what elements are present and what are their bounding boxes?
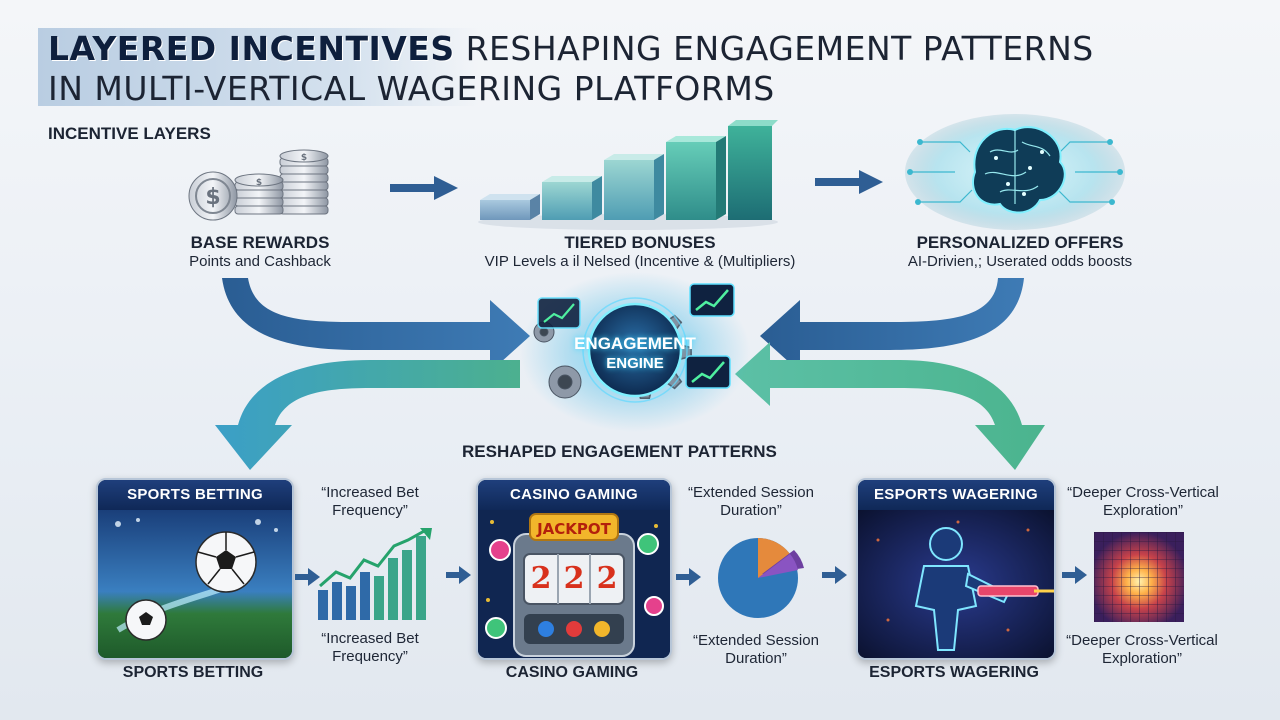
layer-title-personalized: PERSONALIZED OFFERS: [916, 233, 1124, 252]
engine-title-line1: ENGAGEMENT: [574, 334, 696, 353]
sports-card-header: SPORTS BETTING: [98, 480, 292, 510]
title-band: [38, 28, 478, 106]
svg-text:$: $: [205, 185, 220, 210]
arrow-right-icon: [446, 566, 471, 584]
growth-chart-icon: [537, 283, 735, 389]
layer-subtitle-tiered: VIP Levels a il Nelsed (Incentive & (Mul…: [484, 253, 796, 270]
esports-quote-bottom: “Deeper Cross-Vertical Exploration”: [1066, 632, 1218, 667]
svg-text:$: $: [256, 178, 262, 188]
title-rest: RESHAPING ENGAGEMENT PATTERNS: [454, 29, 1094, 68]
arrow-right-icon: [815, 170, 883, 194]
arrow-right-icon: [295, 568, 320, 586]
page-title: LAYERED INCENTIVES RESHAPING ENGAGEMENT …: [48, 30, 1248, 68]
arrow-right-icon: [1062, 566, 1087, 584]
casino-quote-bottom: “Extended Session Duration”: [693, 632, 819, 667]
heatmap-icon: [1094, 532, 1184, 622]
incentive-layers-heading: INCENTIVE LAYERS: [48, 124, 211, 143]
casino-quote-top: “Extended Session Duration”: [688, 484, 814, 519]
arrow-personalized-to-engine: [760, 278, 1024, 372]
svg-text:$: $: [301, 153, 307, 163]
arrow-right-icon: [822, 566, 847, 584]
casino-gaming-card: CASINO GAMING JACKPOT 2 2 2: [476, 478, 672, 660]
page-subtitle: IN MULTI-VERTICAL WAGERING PLATFORMS: [48, 69, 775, 108]
arrow-right-icon: [390, 176, 458, 200]
soccer-ball-icon: [98, 510, 292, 658]
arrow-engine-to-sports: [215, 360, 520, 470]
layer-title-base: BASE REWARDS: [190, 233, 330, 252]
sports-quote-bottom: “Increased Bet Frequency”: [321, 630, 419, 665]
sports-quote-top: “Increased Bet Frequency”: [321, 484, 419, 519]
title-highlight: LAYERED INCENTIVES: [48, 29, 455, 68]
ai-brain-icon: [905, 114, 1125, 230]
esports-wagering-label: ESPORTS WAGERING: [869, 664, 1039, 681]
pie-chart-icon: [718, 538, 804, 618]
layer-subtitle-base: Points and Cashback: [189, 253, 331, 270]
jackpot-banner: JACKPOT: [537, 520, 611, 538]
arrow-engine-to-esports: [735, 342, 1045, 470]
arrow-base-to-engine: [222, 278, 530, 372]
coin-stack-icon: $ $ $: [188, 149, 329, 221]
sports-betting-card: SPORTS BETTING: [96, 478, 294, 660]
casino-gaming-label: CASINO GAMING: [505, 664, 639, 681]
casino-card-header: CASINO GAMING: [478, 480, 670, 510]
slot-reel-1: 2: [530, 561, 552, 596]
rising-bar-chart-icon: [318, 528, 432, 620]
esports-quote-top: “Deeper Cross-Vertical Exploration”: [1067, 484, 1219, 519]
gamer-avatar-icon: [858, 510, 1054, 658]
slot-reel-3: 2: [596, 561, 618, 596]
sports-betting-label: SPORTS BETTING: [122, 664, 264, 681]
engine-title-line2: ENGINE: [606, 355, 664, 372]
tier-bars-icon: [478, 120, 778, 230]
layer-title-tiered: TIERED BONUSES: [564, 233, 716, 252]
reshaped-heading: RESHAPED ENGAGEMENT PATTERNS: [462, 442, 777, 461]
layer-subtitle-personalized: AI-Drivien,; Userated odds boosts: [907, 253, 1133, 270]
esports-card-header: ESPORTS WAGERING: [858, 480, 1054, 510]
slot-machine-icon: [478, 510, 670, 658]
slot-reel-2: 2: [563, 561, 585, 596]
arrow-right-icon: [676, 568, 701, 586]
engagement-engine-icon: [520, 272, 750, 432]
esports-wagering-card: ESPORTS WAGERING: [856, 478, 1056, 660]
